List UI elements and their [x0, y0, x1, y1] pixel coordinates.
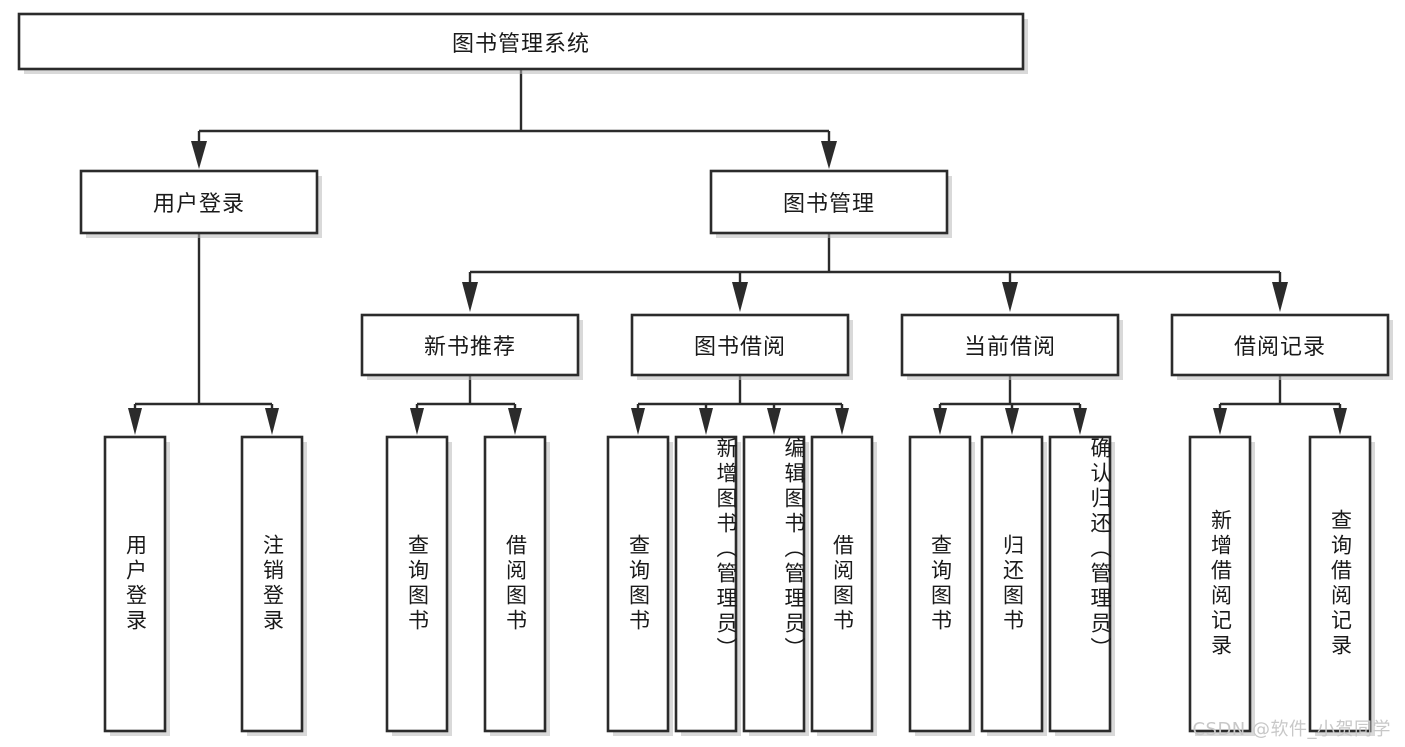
connector-group-bookmgmt-to-level3 [462, 233, 1288, 312]
node-leaf-borrow-take-box[interactable] [810, 435, 874, 733]
node-root[interactable] [17, 12, 1028, 74]
node-current[interactable] [900, 313, 1123, 380]
node-leaf-record-add-box[interactable] [1188, 435, 1252, 733]
arrow-head-current-query [933, 408, 947, 435]
node-bookmgmt[interactable] [709, 169, 952, 238]
node-leaf-borrow-edit[interactable] [742, 435, 809, 736]
node-record[interactable] [1170, 313, 1393, 380]
arrow-head-record-add [1213, 408, 1227, 435]
node-leaf-record-query-box[interactable] [1308, 435, 1372, 733]
connector-group-current-to-leaves [933, 375, 1087, 435]
node-leaf-new-borrow[interactable] [483, 435, 550, 736]
connector-group-newbook-to-leaves [410, 375, 522, 435]
arrow-head-borrow-take [835, 408, 849, 435]
node-leaf-user-logout-box[interactable] [240, 435, 304, 733]
node-leaf-borrow-edit-box[interactable] [742, 435, 806, 733]
node-leaf-user-login[interactable] [103, 435, 170, 736]
node-record-box[interactable] [1170, 313, 1390, 377]
node-leaf-record-query[interactable] [1308, 435, 1375, 736]
connector-group-root-to-level2 [191, 69, 837, 169]
node-leaf-new-query-box[interactable] [385, 435, 449, 733]
node-borrow[interactable] [630, 313, 853, 380]
node-leaf-current-query-box[interactable] [908, 435, 972, 733]
csdn-watermark: CSDN @软件_小贺同学 [1192, 719, 1391, 740]
node-leaf-current-return-box[interactable] [980, 435, 1044, 733]
connector-group-login-to-leaves [128, 233, 279, 435]
node-current-box[interactable] [900, 313, 1120, 377]
arrow-head-borrow-edit [767, 408, 781, 435]
arrow-head-user-logout [265, 408, 279, 435]
node-leaf-current-confirm[interactable] [1048, 435, 1115, 736]
node-leaf-borrow-add-box[interactable] [674, 435, 738, 733]
node-login[interactable] [79, 169, 322, 238]
arrow-head-record-query [1333, 408, 1347, 435]
node-leaf-borrow-query-box[interactable] [606, 435, 670, 733]
arrow-head-borrow-query [631, 408, 645, 435]
node-root-box[interactable] [17, 12, 1025, 71]
node-leaf-borrow-take[interactable] [810, 435, 877, 736]
arrow-head-current [1002, 282, 1018, 312]
node-leaf-borrow-add[interactable] [674, 435, 741, 736]
node-leaf-user-logout[interactable] [240, 435, 307, 736]
arrow-head-borrow-add [699, 408, 713, 435]
node-login-box[interactable] [79, 169, 319, 235]
node-bookmgmt-box[interactable] [709, 169, 949, 235]
node-leaf-current-return[interactable] [980, 435, 1047, 736]
arrow-head-borrow [732, 282, 748, 312]
node-borrow-box[interactable] [630, 313, 850, 377]
arrow-head-login [191, 141, 207, 169]
arrow-head-current-confirm [1073, 408, 1087, 435]
connector-group-borrow-to-leaves [631, 375, 849, 435]
arrow-head-user-login [128, 408, 142, 435]
arrow-head-record [1272, 282, 1288, 312]
node-leaf-record-add[interactable] [1188, 435, 1255, 736]
node-newbook-box[interactable] [360, 313, 580, 377]
node-leaf-current-query[interactable] [908, 435, 975, 736]
node-leaf-new-query[interactable] [385, 435, 452, 736]
node-leaf-borrow-query[interactable] [606, 435, 673, 736]
arrow-head-new-query [410, 408, 424, 435]
node-leaf-current-confirm-box[interactable] [1048, 435, 1112, 733]
arrow-head-new-borrow [508, 408, 522, 435]
node-newbook[interactable] [360, 313, 583, 380]
arrow-head-bookmgmt [821, 141, 837, 169]
arrow-head-newbook [462, 282, 478, 312]
connector-group-record-to-leaves [1213, 375, 1347, 435]
arrow-head-current-return [1005, 408, 1019, 435]
node-leaf-user-login-box[interactable] [103, 435, 167, 733]
node-leaf-new-borrow-box[interactable] [483, 435, 547, 733]
